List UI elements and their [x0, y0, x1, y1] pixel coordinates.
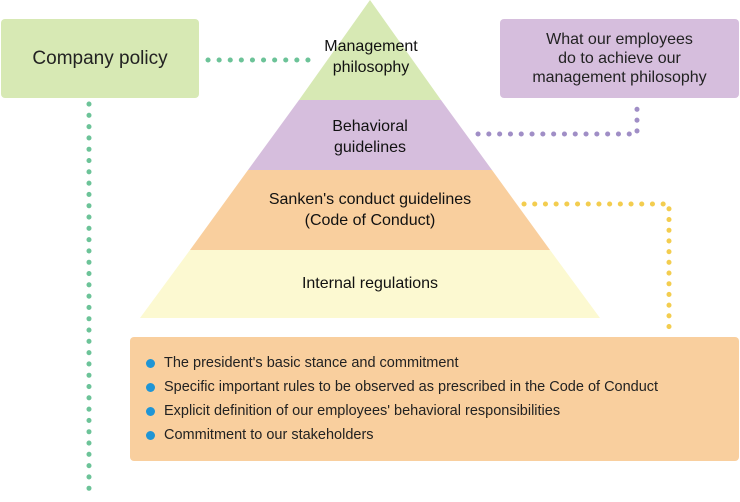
company-policy-box: Company policy	[1, 19, 199, 98]
tier-label-line: Management	[324, 38, 418, 55]
employees-line: do to achieve our	[558, 50, 681, 67]
tier-behavioral-guidelines	[248, 100, 492, 170]
list-item-text: The president's basic stance and commitm…	[164, 355, 459, 371]
list-item-text: Commitment to our stakeholders	[164, 427, 374, 443]
list-item-text: Specific important rules to be observed …	[164, 379, 659, 395]
bullet-icon	[146, 406, 155, 416]
tier-management-philosophy	[299, 0, 441, 100]
tier-label-internal-regulations: Internal regulations	[302, 273, 438, 294]
tier-label-line: philosophy	[332, 59, 410, 76]
tier-label-management-philosophy: Management philosophy	[324, 36, 417, 78]
tier-label-line: Sanken's conduct guidelines	[268, 191, 472, 208]
tier-label-line: (Code of Conduct)	[304, 212, 436, 229]
employees-line: What our employees	[546, 31, 693, 48]
list-item: Commitment to our stakeholders	[146, 423, 739, 447]
tier-code-of-conduct	[190, 170, 550, 250]
tier-label-code-of-conduct: Sanken's conduct guidelines (Code of Con…	[269, 189, 471, 231]
employees-line: management philosophy	[532, 69, 707, 86]
tier-label-line: guidelines	[333, 139, 407, 156]
employees-connector	[475, 101, 640, 137]
list-item: Explicit definition of our employees' be…	[146, 399, 739, 423]
bullet-icon	[146, 430, 155, 440]
tier-label-behavioral-guidelines: Behavioral guidelines	[332, 116, 408, 158]
list-item-text: Explicit definition of our employees' be…	[164, 403, 561, 419]
list-item: Specific important rules to be observed …	[146, 375, 739, 399]
code-of-conduct-details-box: The president's basic stance and commitm…	[130, 337, 739, 461]
tier-label-line: Behavioral	[332, 118, 408, 135]
employees-actions-box: What our employees do to achieve our man…	[500, 19, 739, 98]
tier-label-line: Internal regulations	[301, 275, 439, 292]
company-policy-label: Company policy	[32, 47, 168, 69]
bullet-icon	[146, 358, 155, 368]
list-item: The president's basic stance and commitm…	[146, 351, 739, 375]
tier-internal-regulations	[140, 250, 600, 318]
bullet-icon	[146, 382, 155, 392]
